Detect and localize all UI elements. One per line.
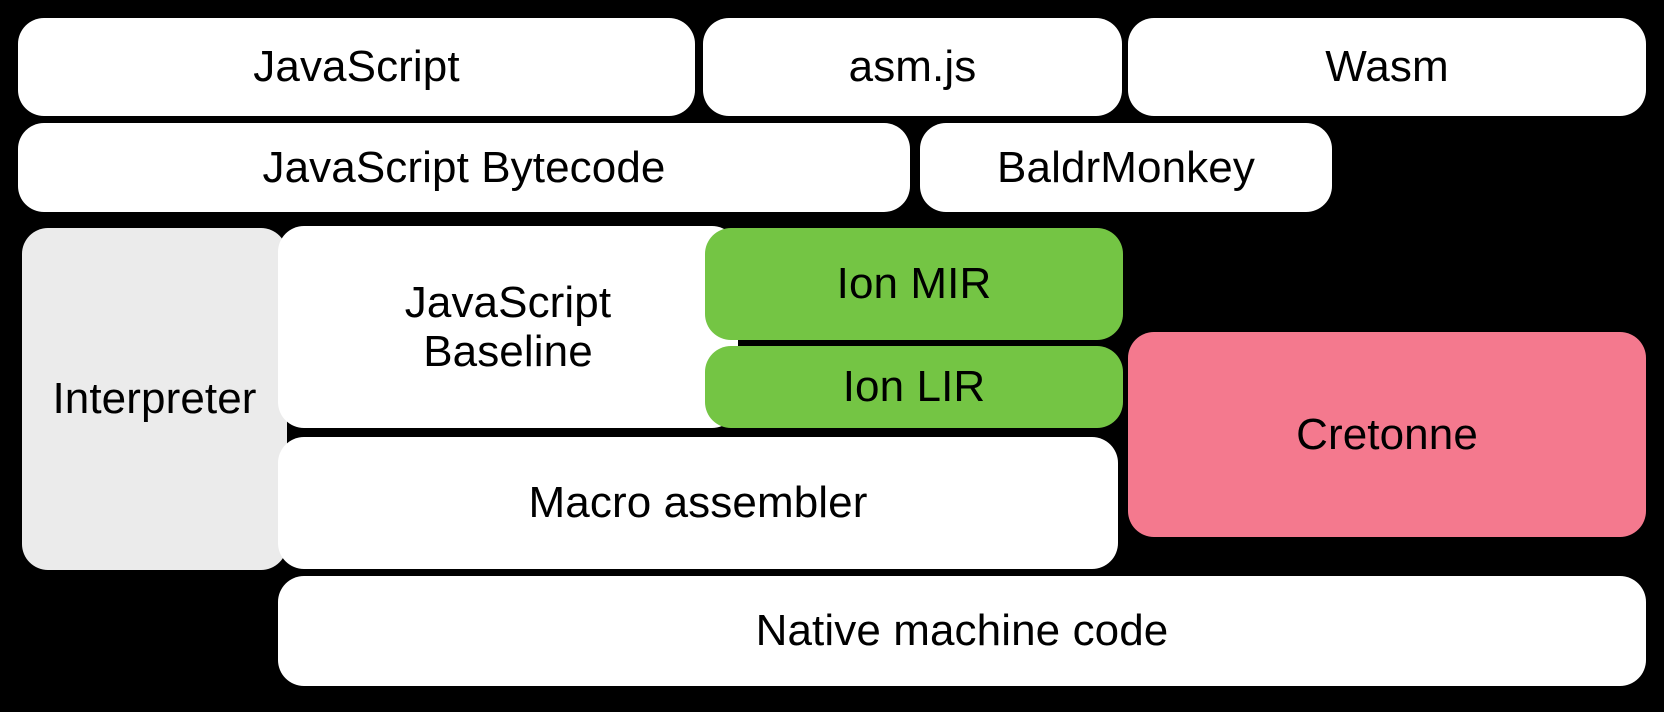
node-ion-mir: Ion MIR (705, 228, 1123, 340)
node-native-machine-code: Native machine code (278, 576, 1646, 686)
node-macro-assembler: Macro assembler (278, 437, 1118, 569)
node-ion-lir: Ion LIR (705, 346, 1123, 428)
node-javascript: JavaScript (18, 18, 695, 116)
node-asm-js: asm.js (703, 18, 1122, 116)
node-cretonne: Cretonne (1128, 332, 1646, 537)
node-javascript-baseline: JavaScript Baseline (278, 226, 738, 428)
node-wasm: Wasm (1128, 18, 1646, 116)
node-javascript-bytecode: JavaScript Bytecode (18, 123, 910, 212)
node-baldrmonkey: BaldrMonkey (920, 123, 1332, 212)
node-interpreter: Interpreter (22, 228, 287, 570)
